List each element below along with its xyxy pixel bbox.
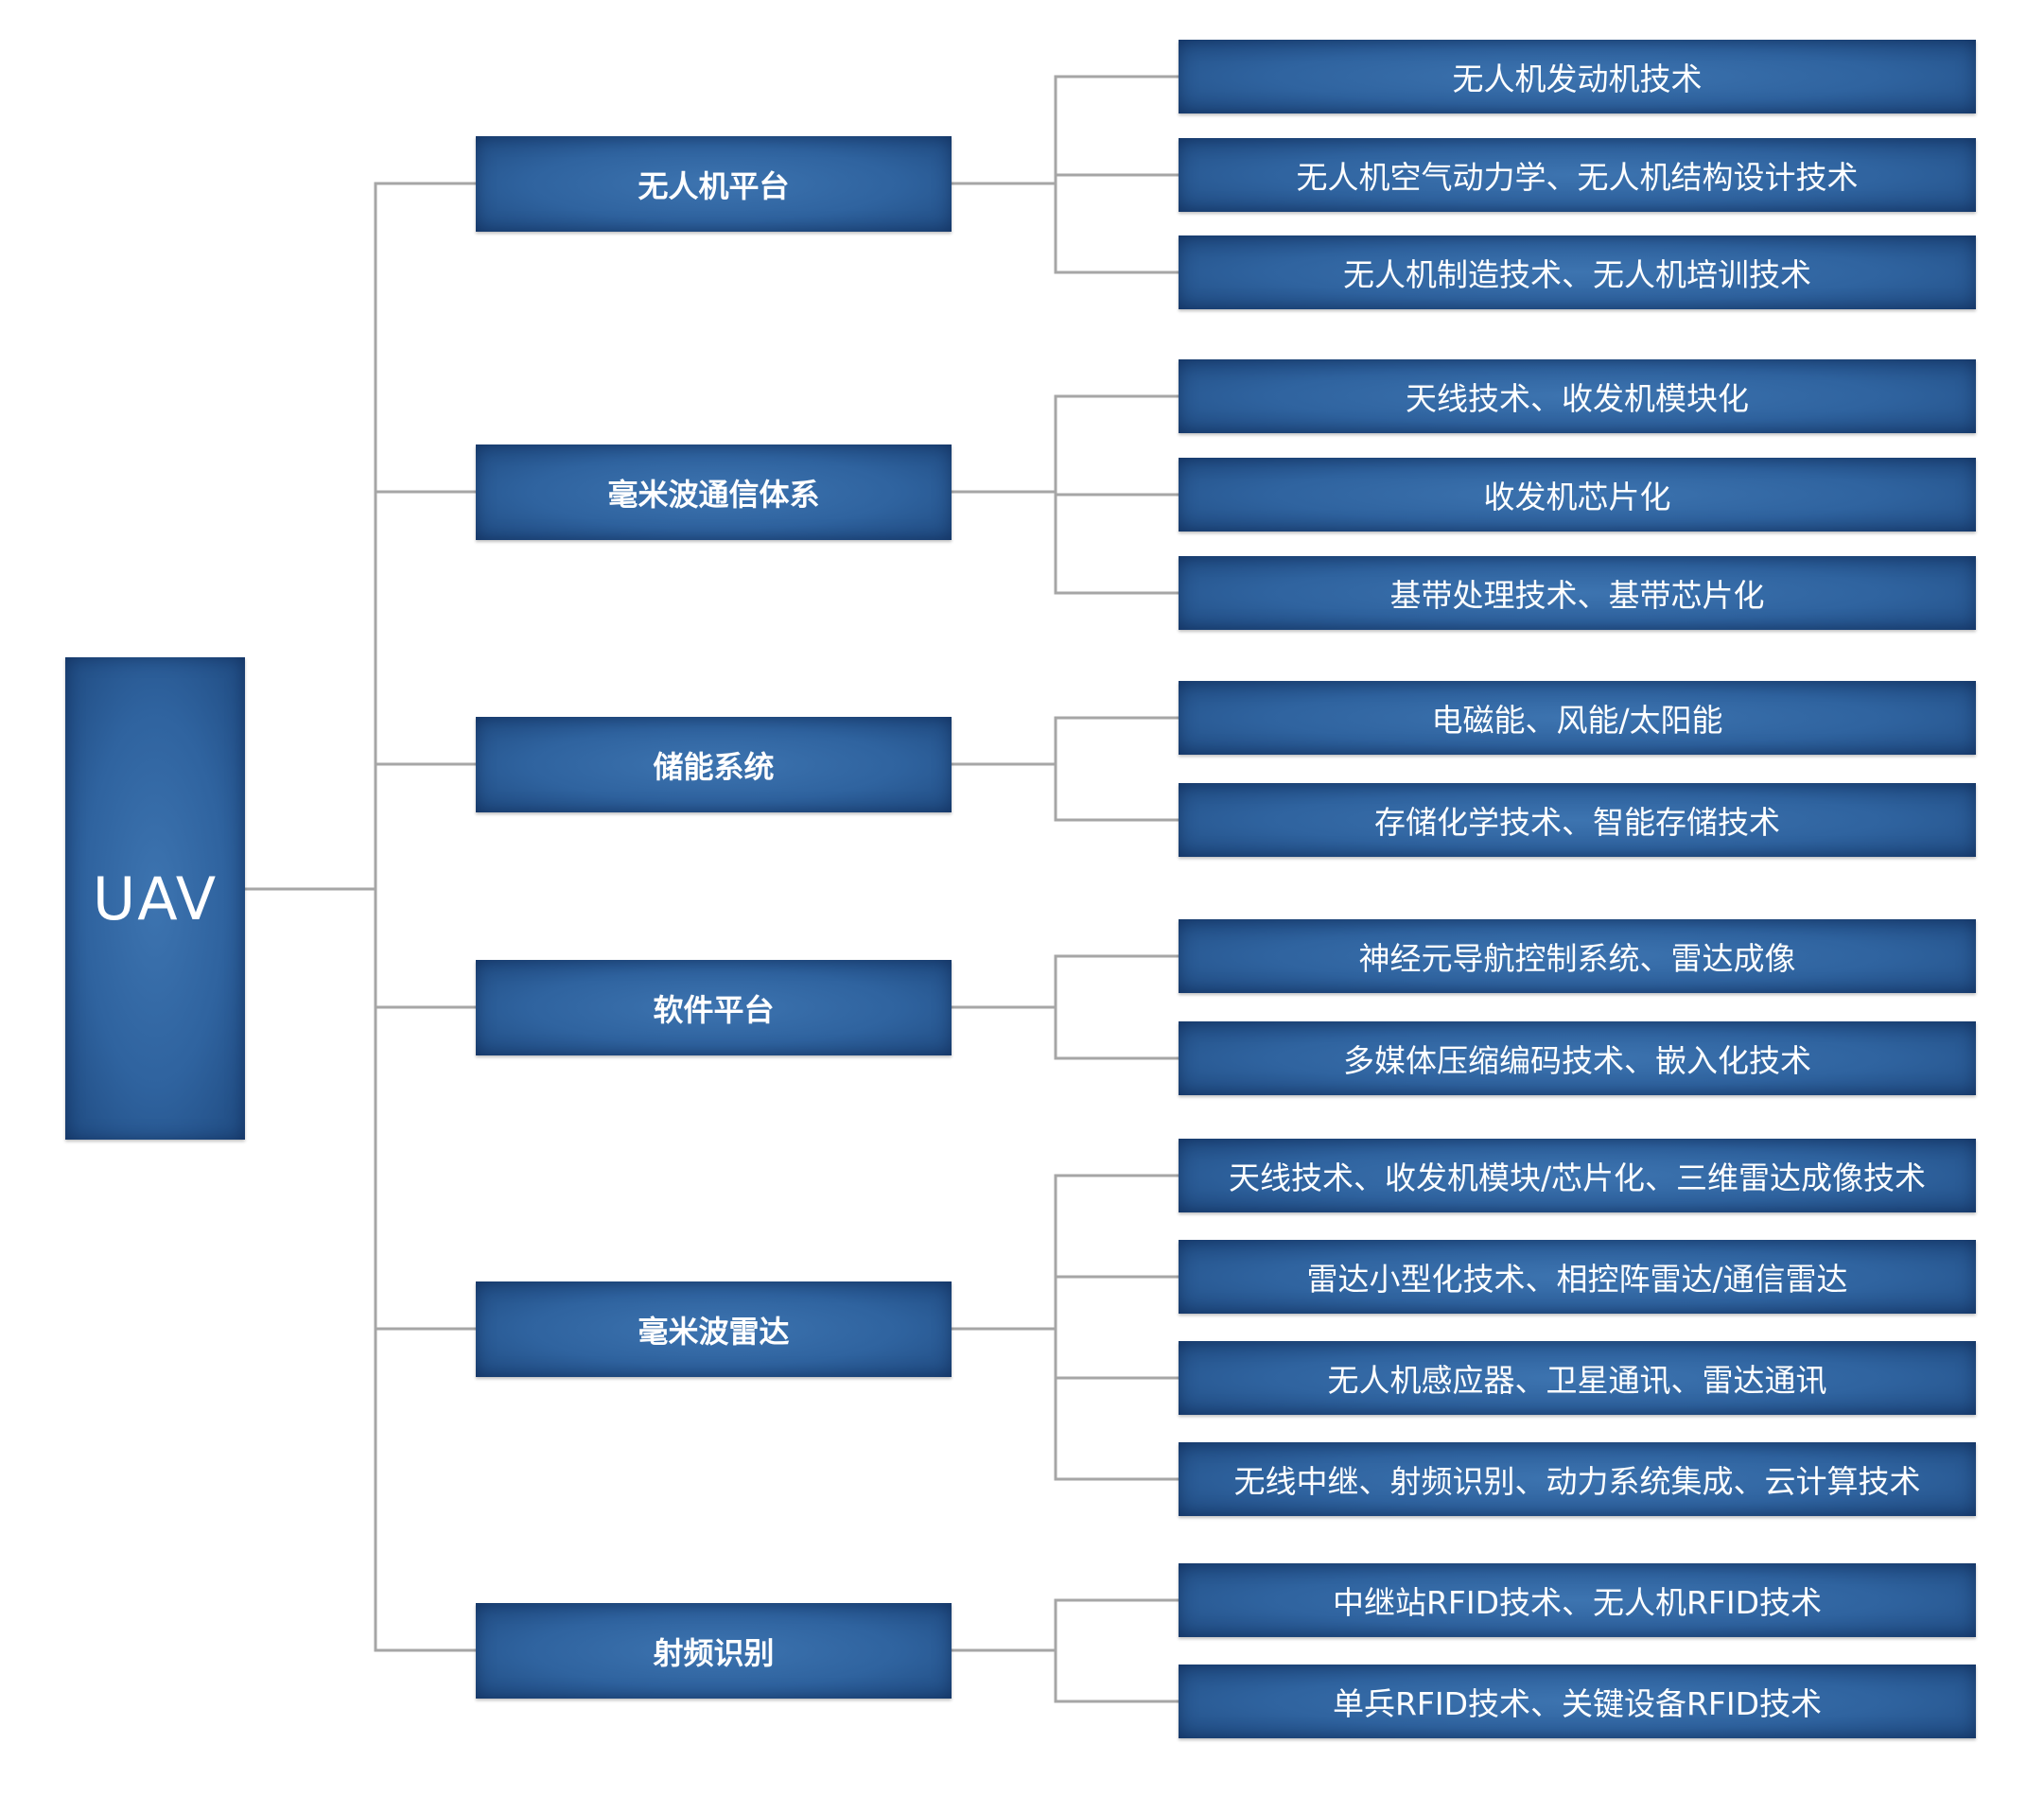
root-node-uav: UAV [65,657,245,1140]
branch-label: 软件平台 [653,991,775,1028]
branch-node-uav-platform: 无人机平台 [476,136,952,232]
leaf-node: 神经元导航控制系统、雷达成像 [1179,919,1976,993]
branch-label: 射频识别 [653,1634,775,1671]
leaf-node: 中继站RFID技术、无人机RFID技术 [1179,1563,1976,1637]
leaf-label: 基带处理技术、基带芯片化 [1389,577,1765,614]
branch-node-mmwave-radar: 毫米波雷达 [476,1281,952,1377]
leaf-label: 无人机感应器、卫星通讯、雷达通讯 [1327,1362,1827,1399]
leaf-node: 电磁能、风能/太阳能 [1179,681,1976,755]
leaf-node: 无人机制造技术、无人机培训技术 [1179,235,1976,309]
leaf-node: 天线技术、收发机模块/芯片化、三维雷达成像技术 [1179,1139,1976,1212]
branch-node-software-platform: 软件平台 [476,960,952,1055]
leaf-node: 收发机芯片化 [1179,458,1976,532]
leaf-label: 神经元导航控制系统、雷达成像 [1358,940,1796,977]
leaf-node: 单兵RFID技术、关键设备RFID技术 [1179,1665,1976,1738]
leaf-node: 无线中继、射频识别、动力系统集成、云计算技术 [1179,1442,1976,1516]
branch-label: 储能系统 [653,748,775,785]
leaf-node: 雷达小型化技术、相控阵雷达/通信雷达 [1179,1240,1976,1314]
leaf-label: 天线技术、收发机模块/芯片化、三维雷达成像技术 [1228,1159,1927,1196]
leaf-label: 多媒体压缩编码技术、嵌入化技术 [1343,1042,1811,1079]
branch-label: 毫米波通信体系 [607,476,820,513]
leaf-node: 无人机空气动力学、无人机结构设计技术 [1179,138,1976,212]
leaf-node: 无人机发动机技术 [1179,40,1976,113]
leaf-label: 雷达小型化技术、相控阵雷达/通信雷达 [1306,1261,1848,1298]
branch-node-rfid: 射频识别 [476,1603,952,1699]
leaf-node: 基带处理技术、基带芯片化 [1179,556,1976,630]
leaf-label: 天线技术、收发机模块化 [1406,380,1749,417]
leaf-node: 无人机感应器、卫星通讯、雷达通讯 [1179,1341,1976,1415]
branch-label: 毫米波雷达 [638,1313,790,1350]
leaf-label: 单兵RFID技术、关键设备RFID技术 [1332,1685,1823,1722]
leaf-label: 无线中继、射频识别、动力系统集成、云计算技术 [1233,1463,1921,1500]
leaf-label: 无人机发动机技术 [1452,61,1703,97]
branch-node-energy-storage: 储能系统 [476,717,952,812]
branch-node-mmwave-comm: 毫米波通信体系 [476,445,952,540]
leaf-label: 存储化学技术、智能存储技术 [1374,804,1780,841]
leaf-label: 电磁能、风能/太阳能 [1431,702,1723,739]
leaf-node: 天线技术、收发机模块化 [1179,359,1976,433]
leaf-label: 无人机制造技术、无人机培训技术 [1343,256,1811,293]
leaf-label: 中继站RFID技术、无人机RFID技术 [1332,1584,1823,1621]
root-label: UAV [92,863,218,933]
leaf-node: 多媒体压缩编码技术、嵌入化技术 [1179,1021,1976,1095]
branch-label: 无人机平台 [638,167,790,204]
leaf-label: 无人机空气动力学、无人机结构设计技术 [1296,159,1859,196]
leaf-node: 存储化学技术、智能存储技术 [1179,783,1976,857]
leaf-label: 收发机芯片化 [1483,479,1671,515]
